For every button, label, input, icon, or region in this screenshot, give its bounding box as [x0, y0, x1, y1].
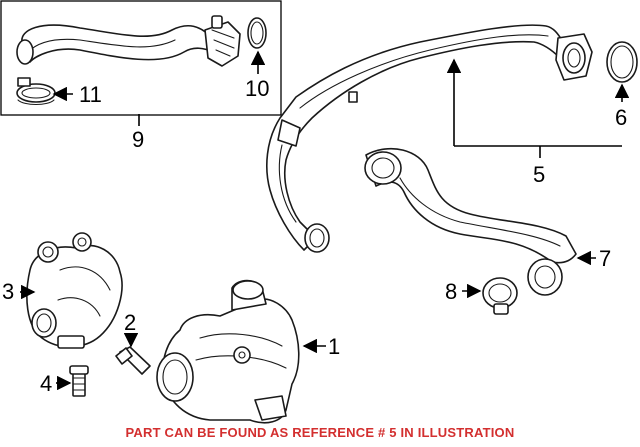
callout-4: 4 — [40, 371, 52, 396]
leader-lines — [20, 50, 630, 391]
callout-9: 9 — [132, 127, 144, 152]
o-ring-6[interactable] — [606, 41, 638, 83]
callout-3: 3 — [2, 279, 14, 304]
callout-2: 2 — [124, 310, 136, 335]
inset-coolant-hose[interactable] — [16, 15, 241, 67]
callout-1: 1 — [328, 334, 340, 359]
water-pump-1[interactable] — [156, 279, 300, 424]
inset-box — [0, 0, 282, 116]
hose-clamp-11[interactable] — [16, 77, 56, 106]
reference-notice: PART CAN BE FOUND AS REFERENCE # 5 IN IL… — [125, 425, 515, 440]
thermostat-3[interactable] — [26, 232, 123, 349]
coolant-pipe-5[interactable] — [266, 24, 593, 253]
hose-clamp-8[interactable] — [482, 277, 518, 315]
callout-7: 7 — [599, 246, 611, 271]
callout-6: 6 — [615, 105, 627, 130]
o-ring-10[interactable] — [247, 17, 267, 49]
callout-11: 11 — [79, 82, 102, 107]
callout-5: 5 — [533, 162, 545, 187]
bolt-2[interactable] — [115, 346, 151, 375]
callout-8: 8 — [445, 279, 457, 304]
coolant-hose-7[interactable] — [364, 147, 577, 296]
bolt-4[interactable] — [69, 365, 89, 397]
callout-10: 10 — [245, 76, 269, 101]
